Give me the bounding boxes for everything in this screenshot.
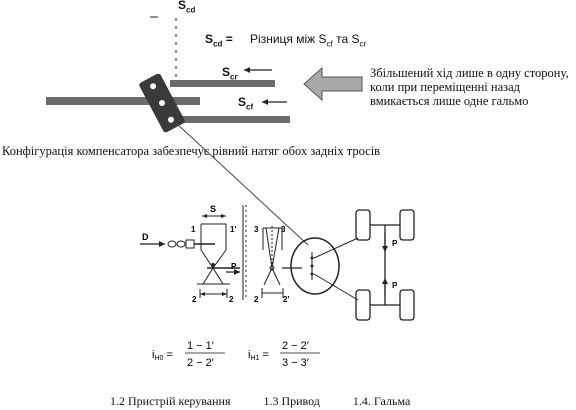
- label-3: 3: [254, 225, 259, 234]
- svg-text:3 − 3′: 3 − 3′: [282, 357, 309, 369]
- svg-text:2 − 2′: 2 − 2′: [187, 357, 214, 369]
- label-3-prime: 3: [281, 225, 286, 234]
- scd-definition-text: Різниця між Scf та Scr: [250, 32, 367, 49]
- one-side-travel-note: Збільшений хід лише в одну сторону, коли…: [370, 66, 569, 108]
- wheel-rear-right: [399, 289, 415, 321]
- label-S: S: [210, 204, 216, 214]
- compensator-config-caption: Конфігурація компенсатора забезпечує рів…: [2, 144, 381, 158]
- label-P-front: P: [392, 239, 398, 248]
- label-P-rear: P: [392, 281, 398, 290]
- wheel-rear-left: [355, 289, 371, 321]
- section-captions: 1.2 Пристрій керування 1.3 Привод 1.4. Г…: [110, 394, 440, 409]
- label-1-prime: 1': [230, 225, 236, 234]
- label-2-prime: 2': [283, 295, 289, 304]
- formula-i-h1: iH1 = 2 − 2′ 3 − 3′: [248, 340, 320, 369]
- caption-control-device: 1.2 Пристрій керування: [110, 394, 231, 408]
- cable-rod-upper: [170, 80, 275, 87]
- caption-actuator: 1.3 Привод: [263, 394, 320, 408]
- svg-text:iH1 =: iH1 =: [248, 349, 269, 362]
- scr-label: Scr: [222, 65, 238, 82]
- wheel-front-left: [355, 209, 371, 241]
- svg-text:2 − 2′: 2 − 2′: [282, 340, 309, 352]
- svg-text:iH0 =: iH0 =: [152, 349, 173, 362]
- scf-label: Scf: [238, 95, 254, 112]
- caption-brakes: 1.4. Гальма: [352, 394, 411, 408]
- travel-direction-arrow: [303, 66, 363, 102]
- svg-text:1 − 1′: 1 − 1′: [187, 340, 214, 352]
- label-D: D: [142, 232, 149, 242]
- scd-definition-symbol: Scd =: [205, 32, 233, 49]
- formula-i-h0: iH0 = 1 − 1′ 2 − 2′: [152, 340, 225, 369]
- scd-definition: Scd = Різниця між Scf та Scr: [205, 32, 366, 48]
- compensator-circle: [290, 237, 340, 295]
- label-1: 1: [191, 225, 196, 234]
- leader-line: [174, 121, 309, 246]
- label-2: 2: [192, 295, 197, 304]
- wheel-front-right: [399, 209, 415, 241]
- label-P: P: [231, 262, 237, 271]
- scd-top-label: Scd: [178, 0, 196, 15]
- cable-rod-left: [46, 97, 200, 105]
- cable-rod-lower: [180, 116, 290, 123]
- label-2-right: 2: [229, 295, 234, 304]
- label-2-lower: 2: [254, 295, 259, 304]
- compensator-bar: [139, 73, 185, 133]
